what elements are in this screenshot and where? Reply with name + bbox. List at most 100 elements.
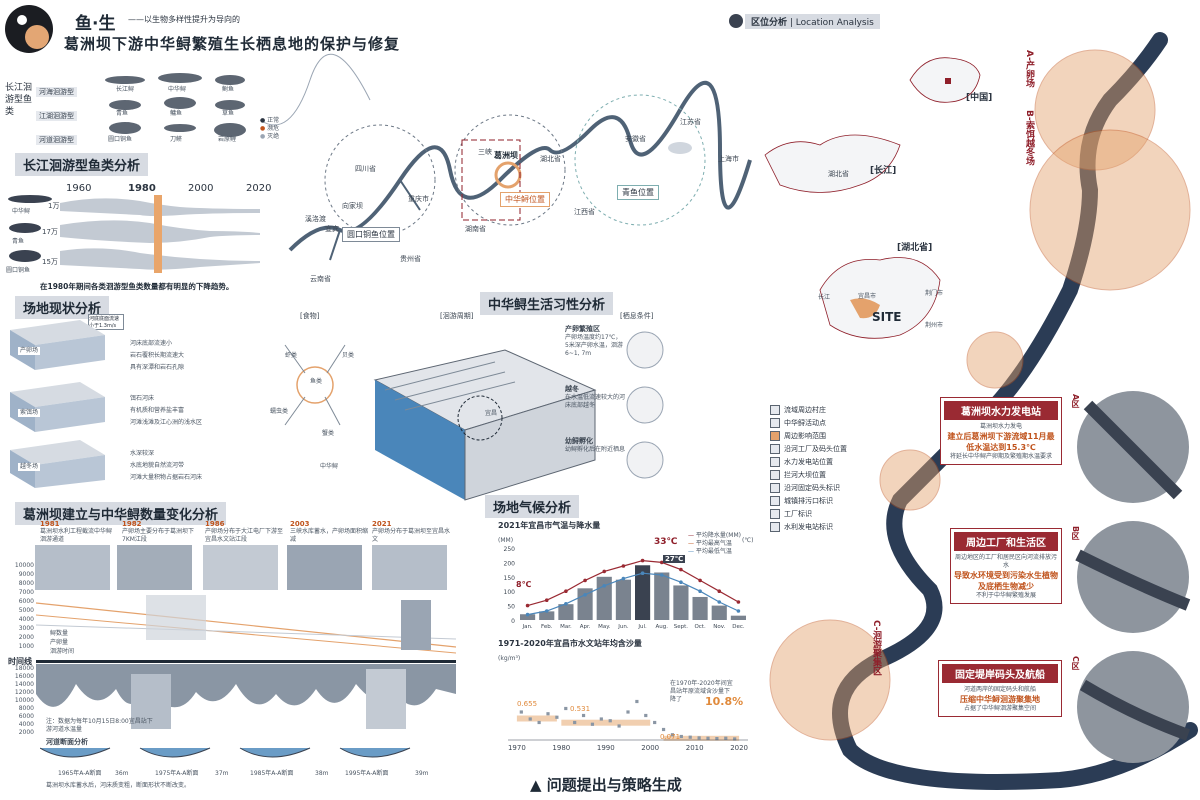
sediment-note: 在1970年-2020年间宜昌站年原流域含沙量下降了 xyxy=(670,680,733,703)
issue-dock: 固定堤岸码头及航船 河道两岸的固定码头和航船压缩中华鲟洄游聚集地占据了中华鲟洄游… xyxy=(938,660,1062,717)
header-title: 鱼·生 xyxy=(75,14,116,34)
food-shrimp: 虾类 xyxy=(285,352,298,359)
dam-note: 注：数据为每年10月15日8:00宜昌站下游河道水温量 xyxy=(46,718,153,733)
fish-row-name-3: 圆口铜鱼 xyxy=(6,267,31,274)
sediment-point xyxy=(573,720,577,725)
zone-blocks xyxy=(10,320,105,488)
factory-icon xyxy=(770,508,780,519)
legend-item: 中华鲟活动点 xyxy=(770,416,847,429)
sediment-point xyxy=(617,724,621,728)
fish-name-5: 鳙鱼 xyxy=(170,110,183,117)
temp-low-point xyxy=(602,584,607,588)
map-label-xiangjiaba: 向家坝 xyxy=(342,202,363,210)
header-subtitle: ——以生物多样性提升为导向的 xyxy=(128,15,240,24)
zone-item: 有机质和营养盐丰富 xyxy=(130,407,185,414)
fish-type-label: 河道洄游型 xyxy=(36,135,77,145)
legend-item: 周边影响范围 xyxy=(770,429,847,442)
fish-name-1: 长江鲟 xyxy=(116,86,135,93)
sediment-point xyxy=(528,717,532,721)
legend-normal: ● 正常 xyxy=(260,117,280,124)
fish-name-9: 岩原鲤 xyxy=(218,136,237,143)
legend-item: 水力发电站位置 xyxy=(770,455,847,468)
month-label: May. xyxy=(598,624,611,630)
hubei-outline xyxy=(819,257,941,339)
map-label-guizhou: 贵州省 xyxy=(400,255,421,263)
temp-high-point xyxy=(698,578,702,583)
region-changjiang: 长江 xyxy=(818,294,831,301)
zone-name-3: 越冬场 xyxy=(18,463,41,471)
year-tick-label: 2020 xyxy=(730,744,748,752)
temp-low-point xyxy=(525,612,530,617)
event-photos xyxy=(35,545,447,590)
temp-low-point xyxy=(583,593,587,597)
chart1-unit-left: (MM) xyxy=(498,537,514,544)
chart1-title: 2021年宜昌市气温与降水量 xyxy=(498,521,601,530)
map-label-yunnan: 云南省 xyxy=(310,275,331,283)
fish-type-row-3: 河道洄游型 xyxy=(36,127,77,146)
month-label: Jul. xyxy=(637,624,647,630)
zone-b-circle xyxy=(1029,129,1191,291)
map-label-shanghai: 上海市 xyxy=(718,155,739,163)
issue-sub: 河道两岸的固定码头和航船 xyxy=(963,686,1036,693)
issue-hydropower: 葛洲坝水力发电站 葛洲坝水力发电建立后葛洲坝下游流域11月最低水温达到15.3℃… xyxy=(940,397,1062,465)
chart1-unit-right: (℃) xyxy=(742,537,754,544)
issue-desc: 占据了中华鲟洄游聚集空间 xyxy=(963,705,1036,712)
zone-item: 饵石河床 xyxy=(130,395,155,402)
range-circle-3 xyxy=(574,94,706,226)
section-3: 1985年A-A断面 xyxy=(250,770,294,777)
year-2020: 2020 xyxy=(246,183,272,194)
legend-extinct: ● 灭绝 xyxy=(260,133,280,140)
yangtze-map xyxy=(259,53,752,261)
legend-precip: — 平均降水量(MM) xyxy=(688,532,741,539)
year-tick-label: 2010 xyxy=(686,744,704,752)
precip-bar xyxy=(520,614,536,620)
food-web xyxy=(284,344,346,426)
hydropower-marker-icon xyxy=(770,521,780,532)
sediment-point xyxy=(679,734,683,739)
event-2003: 2003 三峡水库蓄水，产卵场面积缩减 xyxy=(290,520,370,544)
dam-change-title: 葛洲坝建立与中华鲟数量变化分析 xyxy=(15,502,227,525)
region-hubei-small: 湖北省 xyxy=(828,170,849,178)
site-target xyxy=(494,161,522,189)
fish-row-scale-1: 1万 xyxy=(48,202,60,210)
legend-item: 沿河工厂及码头位置 xyxy=(770,442,847,455)
legend-item: 工厂标识 xyxy=(770,507,847,520)
width-1: 36m xyxy=(115,770,129,777)
habitat-circles xyxy=(626,331,664,479)
fish-name-7: 圆口铜鱼 xyxy=(108,136,133,143)
width-3: 38m xyxy=(315,770,329,777)
dam-top-chart xyxy=(36,595,456,654)
issue-title: 葛洲坝水力发电站 xyxy=(944,401,1058,420)
sediment-point xyxy=(697,736,701,740)
habits-label-sturgeon: 中华鲟 xyxy=(320,463,339,470)
sediment-point xyxy=(537,720,541,725)
legend-item: 流域周边村庄 xyxy=(770,403,847,416)
section-analysis-title: 河道断面分析 xyxy=(46,738,88,746)
avg-band xyxy=(663,735,740,741)
habit-desc-2: 在水温低流速较大的河床底部越冬 xyxy=(565,394,626,409)
month-label: Jan. xyxy=(521,624,532,630)
fish-type-label: 江湖洄游型 xyxy=(36,111,77,121)
sediment-point xyxy=(608,719,612,723)
zone-items-1: 河床底部流速小 岩石覆积长期流速大 具有深潭和岩石孔隙 xyxy=(130,340,184,376)
fish-name-6: 草鱼 xyxy=(222,110,235,117)
y-tick-label: 100 xyxy=(504,589,516,596)
temp-high-point xyxy=(602,569,607,574)
zone-item: 岩石覆积长期流速大 xyxy=(130,352,185,359)
zone-item: 河滩大量积物占据岩石河床 xyxy=(130,474,203,481)
issue-highlight: 压缩中华鲟洄游聚集地 xyxy=(960,695,1040,704)
tag-flow-1: 河底底面流速小于1.3m/s xyxy=(88,314,124,330)
temp-low-point xyxy=(564,602,568,606)
temp-low-point xyxy=(717,600,722,604)
habit-desc-3: 幼鲟孵化后在附近栖息 xyxy=(565,446,626,453)
issue-factory: 周边工厂和生活区 周边地区的工厂和居民区向河流排放污水导致水环境受到污染水生植物… xyxy=(950,528,1062,604)
sediment-point xyxy=(653,720,657,725)
habits-label-yichang: 宜昌 xyxy=(485,410,498,417)
event-text: 产卵场分布于大江电厂下游至宜昌水文站江段 xyxy=(205,528,284,543)
month-label: Sept. xyxy=(674,624,689,630)
zone-item: 水底地貌自然流河带 xyxy=(130,462,185,469)
event-2021: 2021 产卵场分布于葛洲坝至宜昌水文 xyxy=(372,520,452,544)
sediment-point xyxy=(688,735,692,739)
map-label-sanxia: 三峡 xyxy=(478,148,492,156)
precip-bar xyxy=(654,572,670,620)
